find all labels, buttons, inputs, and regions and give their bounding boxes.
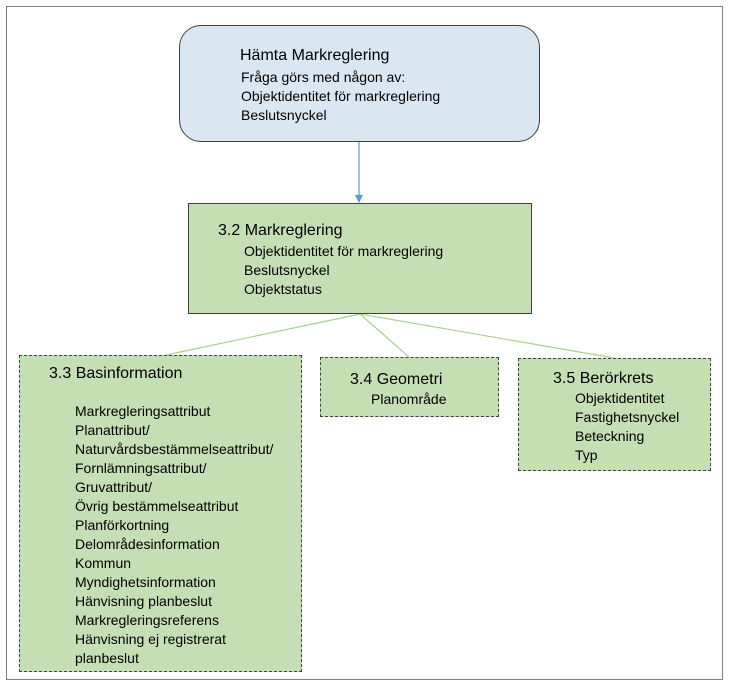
berorkrets-lines: Objektidentitet Fastighetsnyckel Beteckn… <box>575 389 679 465</box>
markreglering-line: Objektstatus <box>244 281 322 297</box>
connector-to-basinformation <box>165 313 361 356</box>
berorkrets-box: 3.5 Berörkrets Objektidentitet Fastighet… <box>518 358 711 471</box>
hamta-line: Beslutsnyckel <box>241 107 327 123</box>
berorkrets-line: Objektidentitet <box>575 390 665 406</box>
basinformation-line: Planattribut/ <box>75 422 150 438</box>
basinformation-lines: Markregleringsattribut Planattribut/ Nat… <box>75 402 273 668</box>
basinformation-line: Gruvattribut/ <box>75 479 153 495</box>
basinformation-line: Markregleringsattribut <box>75 403 211 419</box>
diagram-frame <box>6 6 723 680</box>
berorkrets-line: Typ <box>575 447 598 463</box>
geometri-lines: Planområde <box>371 390 447 409</box>
basinformation-line: Naturvårdsbestämmelseattribut/ <box>75 441 274 457</box>
berorkrets-line: Fastighetsnyckel <box>575 409 680 425</box>
connector-to-berorkrets <box>359 313 615 359</box>
hamta-line: Objektidentitet för markreglering <box>241 88 441 104</box>
basinformation-box: 3.3 Basinformation Markregleringsattribu… <box>19 355 302 672</box>
berorkrets-title: 3.5 Berörkrets <box>553 370 654 387</box>
markreglering-lines: Objektidentitet för markreglering Beslut… <box>244 242 443 299</box>
connector-to-geometri <box>359 313 410 358</box>
basinformation-line: Myndighetsinformation <box>75 574 216 590</box>
basinformation-line: Delområdesinformation <box>75 536 220 552</box>
geometri-box: 3.4 Geometri Planområde <box>320 357 499 417</box>
hamta-lines: Fråga görs med någon av: Objektidentitet… <box>241 68 440 125</box>
basinformation-line: Planförkortning <box>75 517 170 533</box>
geometri-line: Planområde <box>371 391 447 407</box>
berorkrets-line: Beteckning <box>575 428 645 444</box>
basinformation-line: Markregleringsreferens <box>75 612 219 628</box>
geometri-title: 3.4 Geometri <box>350 371 443 388</box>
markreglering-box: 3.2 Markreglering Objektidentitet för ma… <box>188 203 532 314</box>
hamta-markreglering-box: Hämta Markreglering Fråga görs med någon… <box>179 25 540 142</box>
basinformation-line: Fornlämningsattribut/ <box>75 460 207 476</box>
hamta-line: Fråga görs med någon av: <box>241 69 406 85</box>
basinformation-line: Hänvisning ej registrerat <box>75 631 226 647</box>
basinformation-title: 3.3 Basinformation <box>49 365 183 382</box>
markreglering-line: Objektidentitet för markreglering <box>244 243 444 259</box>
basinformation-line: planbeslut <box>75 650 139 666</box>
basinformation-line: Kommun <box>75 555 132 571</box>
basinformation-line: Hänvisning planbeslut <box>75 593 212 609</box>
basinformation-line: Övrig bestämmelseattribut <box>75 498 239 514</box>
markreglering-title: 3.2 Markreglering <box>218 222 343 239</box>
markreglering-line: Beslutsnyckel <box>244 262 330 278</box>
hamta-title: Hämta Markreglering <box>240 47 390 64</box>
